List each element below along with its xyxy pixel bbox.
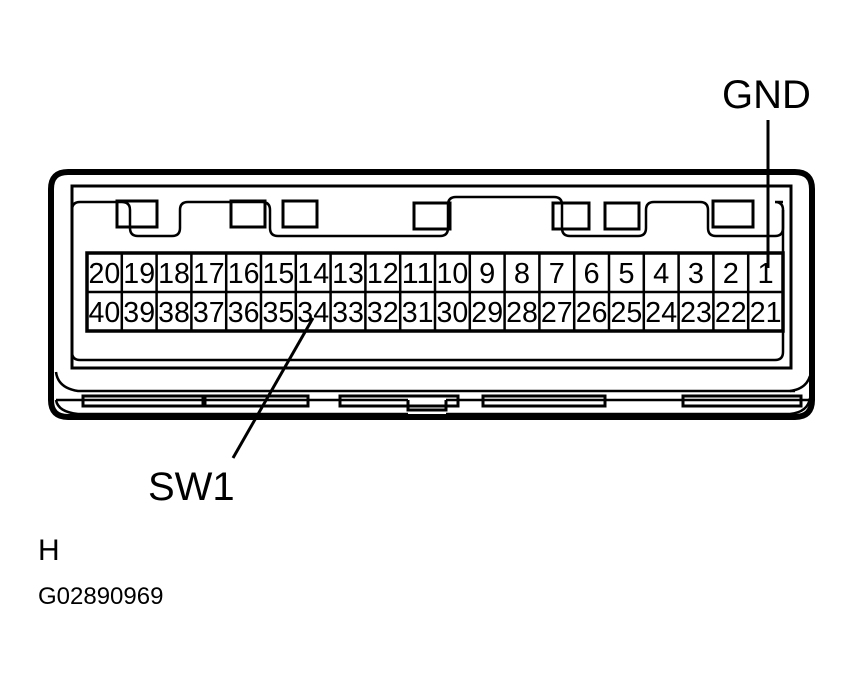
skirt-slot — [81, 394, 207, 408]
pin-number-4: 4 — [653, 258, 669, 290]
skirt-slot — [481, 394, 607, 408]
pin-number-39: 39 — [123, 297, 155, 329]
skirt-slot — [681, 394, 803, 408]
key-square — [412, 201, 452, 231]
pin-number-14: 14 — [297, 258, 329, 290]
pin-number-12: 12 — [367, 258, 399, 290]
pin-number-22: 22 — [715, 297, 747, 329]
pin-number-19: 19 — [123, 258, 155, 290]
part-code-label: G02890969 — [38, 583, 163, 610]
pin-number-15: 15 — [263, 258, 295, 290]
key-square — [115, 199, 159, 229]
sw1-label: SW1 — [148, 465, 235, 509]
pin-number-23: 23 — [680, 297, 712, 329]
pin-number-3: 3 — [688, 258, 704, 290]
key-square — [603, 201, 641, 231]
pin-number-30: 30 — [437, 297, 469, 329]
pin-number-5: 5 — [618, 258, 634, 290]
pin-number-32: 32 — [367, 297, 399, 329]
pin-number-11: 11 — [402, 258, 434, 290]
pin-number-21: 21 — [750, 297, 782, 329]
pin-number-9: 9 — [479, 258, 495, 290]
pin-number-37: 37 — [193, 297, 225, 329]
callout-gnd: GND — [722, 73, 811, 268]
pin-number-27: 27 — [541, 297, 573, 329]
key-square — [711, 199, 755, 229]
gnd-label: GND — [722, 73, 811, 117]
pin-number-38: 38 — [158, 297, 190, 329]
key-square — [551, 201, 591, 231]
pin-number-6: 6 — [584, 258, 600, 290]
sw1-leader-line — [231, 317, 315, 459]
pin-number-40: 40 — [89, 297, 121, 329]
pin-number-36: 36 — [228, 297, 260, 329]
pin-number-25: 25 — [611, 297, 643, 329]
pin-number-29: 29 — [471, 297, 503, 329]
skirt-slot — [338, 394, 460, 408]
pin-number-26: 26 — [576, 297, 608, 329]
pin-number-1: 1 — [758, 258, 774, 290]
connector-keyway-profile — [70, 195, 785, 362]
connector-lower-skirt — [54, 371, 812, 416]
pin-number-31: 31 — [402, 297, 434, 329]
pin-number-13: 13 — [332, 258, 364, 290]
pin-number-28: 28 — [506, 297, 538, 329]
pin-number-34: 34 — [297, 297, 329, 329]
key-square — [281, 199, 319, 229]
pin-number-20: 20 — [89, 258, 121, 290]
diagram-identifiers: H G02890969 — [38, 534, 163, 610]
pin-grid-column-dividers — [120, 253, 750, 331]
pin-number-33: 33 — [332, 297, 364, 329]
view-letter-label: H — [38, 534, 60, 567]
connector-outer-housing — [48, 169, 815, 420]
pin-number-16: 16 — [228, 258, 260, 290]
pin-number-7: 7 — [549, 258, 565, 290]
pin-number-18: 18 — [158, 258, 190, 290]
pin-number-17: 17 — [193, 258, 225, 290]
pin-number-8: 8 — [514, 258, 530, 290]
callout-sw1: SW1 — [148, 317, 315, 509]
pin-number-10: 10 — [437, 258, 469, 290]
skirt-slot — [201, 394, 310, 408]
key-square — [229, 199, 267, 229]
connector-key-squares — [115, 199, 755, 231]
pin-number-35: 35 — [263, 297, 295, 329]
pin-number-2: 2 — [723, 258, 739, 290]
pin-number-24: 24 — [645, 297, 677, 329]
